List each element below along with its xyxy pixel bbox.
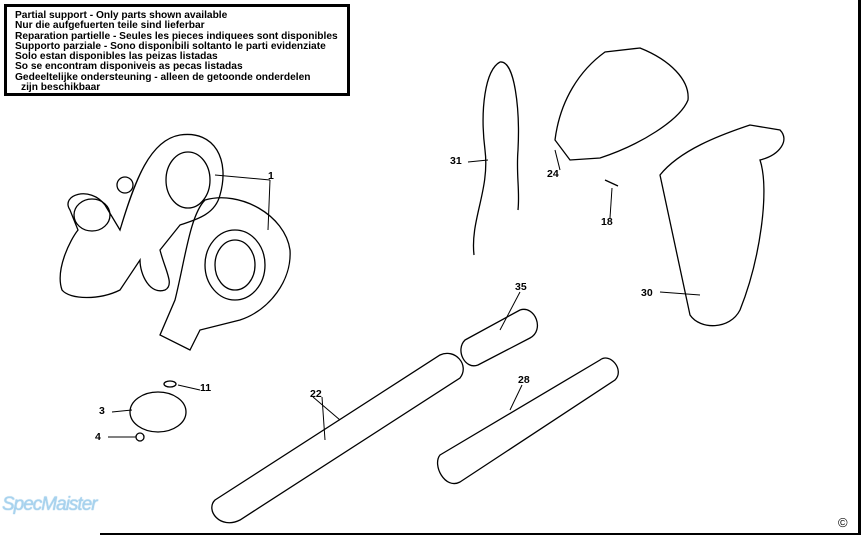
washer-part [163, 380, 177, 388]
notice-line: So se encontram disponiveis as pecas lis… [15, 61, 243, 73]
part-label-24: 24 [547, 168, 559, 180]
part-label-28: 28 [518, 374, 530, 386]
part-label-1: 1 [268, 170, 274, 182]
bag-part [659, 124, 785, 327]
part-label-18: 18 [601, 216, 613, 228]
housing-part [59, 133, 291, 351]
notice-line: Reparation partielle - Seules les pieces… [15, 30, 338, 42]
part-label-35: 35 [515, 281, 527, 293]
notice-line: zijn beschikbaar [21, 82, 101, 94]
partial-support-notice: Partial support - Only parts shown avail… [4, 4, 350, 96]
strap-part [472, 61, 520, 256]
part-label-22: 22 [310, 388, 322, 400]
part-label-4: 4 [95, 431, 101, 443]
part-label-31: 31 [450, 155, 462, 167]
cover-part [554, 47, 689, 161]
tube-insert-part [460, 308, 539, 367]
vacuum-tube-part [211, 352, 464, 524]
part-label-30: 30 [641, 287, 653, 299]
part-label-11: 11 [200, 382, 212, 394]
blower-tube-part [436, 357, 619, 485]
notice-line: Nur die aufgefuerten teile sind lieferba… [15, 20, 205, 32]
notice-line: Supporto parziale - Sono disponibili sol… [15, 40, 326, 52]
leader-lines [108, 149, 701, 441]
watermark-logo: SpecMaister [2, 494, 98, 515]
border-right [858, 0, 861, 535]
notice-line: Partial support - Only parts shown avail… [15, 10, 228, 21]
screw-part [604, 179, 619, 187]
border-bottom [100, 533, 861, 535]
copyright-symbol: © [838, 515, 848, 530]
fan-part [129, 391, 187, 433]
notice-line: Solo estan disponibles las peizas listad… [15, 51, 218, 63]
nut-part [135, 432, 145, 442]
part-label-3: 3 [99, 405, 105, 417]
notice-line: Gedeeltelijke ondersteuning - alleen de … [15, 71, 311, 83]
